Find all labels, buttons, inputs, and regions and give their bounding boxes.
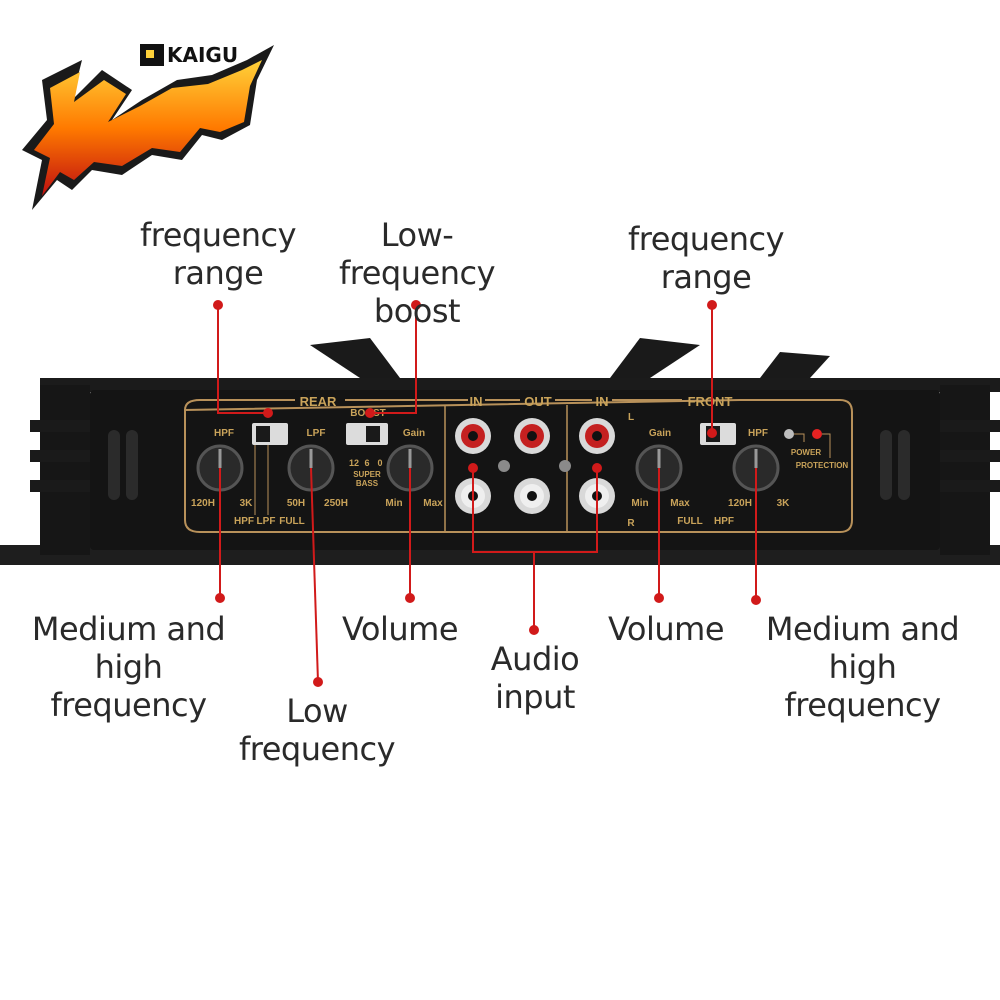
logo-text: KAIGU — [167, 43, 238, 67]
boost-0-label: 0 — [377, 458, 382, 468]
boost-6-label: 6 — [364, 458, 369, 468]
lpf-250h-label: 250H — [324, 498, 348, 509]
front-section-label: FRONT — [688, 394, 733, 409]
rca-out-top[interactable] — [514, 418, 550, 454]
protection-label: PROTECTION — [796, 461, 849, 470]
protection-led — [812, 429, 822, 439]
front-filter-switch[interactable] — [700, 423, 736, 445]
front-max-label: Max — [670, 498, 690, 509]
power-label: POWER — [791, 448, 821, 457]
leader-dots — [213, 300, 761, 687]
front-3k-label: 3K — [777, 498, 791, 509]
gain-max-label: Max — [423, 498, 443, 509]
lpf-50h-label: 50H — [287, 498, 305, 509]
rear-lpf-label: LPF — [307, 428, 326, 439]
rear-filter-switch[interactable] — [252, 423, 288, 445]
rear-section-label: REAR — [300, 394, 337, 409]
boost-switch[interactable] — [346, 423, 388, 445]
rear-3k-label: 3K — [240, 498, 254, 509]
super-label: SUPER — [353, 470, 381, 479]
rca-out-bottom[interactable] — [514, 478, 550, 514]
gain-min-label: Min — [385, 498, 402, 509]
boost-12-label: 12 — [349, 458, 359, 468]
low-frequency-boost-label: Low-frequency boost — [339, 216, 496, 330]
front-volume-label: Volume — [607, 610, 725, 648]
power-led — [784, 429, 794, 439]
channel-r-label: R — [627, 518, 635, 529]
rear-gain-label: Gain — [403, 428, 425, 439]
in-left-label: IN — [470, 394, 483, 409]
front-hpf-label: HPF — [748, 428, 768, 439]
low-frequency-label: Low frequency — [239, 692, 396, 768]
rca-in-left-top[interactable] — [455, 418, 491, 454]
switch-hpf-label: HPF — [234, 516, 254, 527]
rear-hpf-label: HPF — [214, 428, 234, 439]
screw — [498, 460, 510, 472]
kaigu-logo: KAIGU — [22, 43, 274, 210]
rear-medium-high-frequency-label: Medium and high frequency — [31, 610, 226, 724]
audio-input-label: Audio input — [490, 640, 580, 716]
switch-full-label: FULL — [279, 516, 305, 527]
leader-lines — [217, 305, 757, 683]
front-frequency-range-label: frequency range — [628, 220, 785, 296]
front-hpf-switch-label: HPF — [714, 516, 734, 527]
rear-120h-label: 120H — [191, 498, 215, 509]
rca-in-right-top[interactable] — [579, 418, 615, 454]
front-120h-label: 120H — [728, 498, 752, 509]
rear-volume-label: Volume — [341, 610, 459, 648]
in-right-label: IN — [596, 394, 609, 409]
out-label: OUT — [524, 394, 552, 409]
rear-frequency-range-label: frequency range — [140, 216, 297, 292]
front-min-label: Min — [631, 498, 648, 509]
screw — [559, 460, 571, 472]
front-full-label: FULL — [677, 516, 703, 527]
switch-lpf-label: LPF — [257, 516, 276, 527]
front-medium-high-frequency-label: Medium and high frequency — [765, 610, 960, 724]
channel-l-label: L — [628, 412, 634, 423]
front-gain-label: Gain — [649, 428, 671, 439]
bass-label: BASS — [356, 479, 379, 488]
